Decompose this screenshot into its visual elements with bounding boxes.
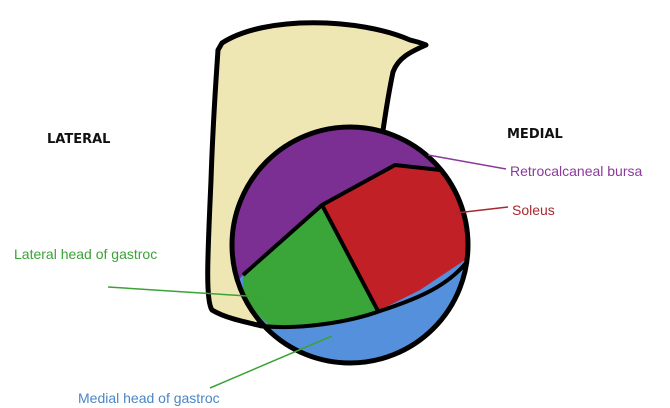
medial-head-gastroc-label: Medial head of gastroc — [78, 390, 220, 406]
lateral-label: LATERAL — [47, 132, 110, 147]
lateral-head-gastroc-label: Lateral head of gastroc — [14, 246, 157, 262]
leader-line-medial-gastroc — [210, 336, 332, 388]
soleus-label: Soleus — [512, 202, 555, 218]
medial-label: MEDIAL — [507, 127, 563, 142]
retrocalcaneal-bursa-label: Retrocalcaneal bursa — [510, 163, 642, 179]
